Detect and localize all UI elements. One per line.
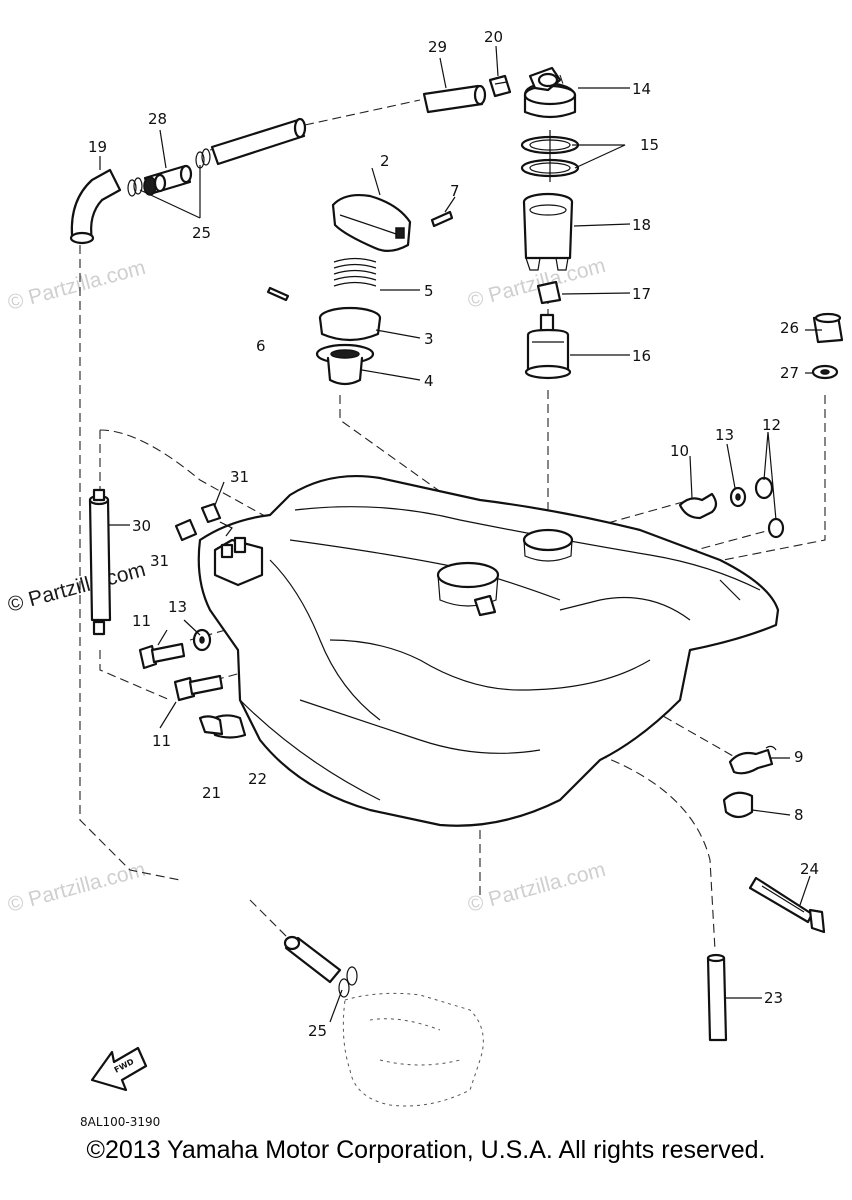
watermark: © Partzilla.com (5, 256, 148, 315)
callout-4: 4 (424, 372, 434, 390)
watermark: © Partzilla.com (465, 858, 608, 917)
fwd-arrow-icon: FWD (90, 1046, 148, 1092)
callout-6: 6 (256, 337, 266, 355)
callout-11-upper: 11 (132, 612, 151, 630)
callout-11-lower: 11 (152, 732, 171, 750)
fuel-sender-cap-14 (523, 66, 577, 119)
callout-22: 22 (248, 770, 267, 788)
callout-20: 20 (484, 28, 503, 46)
callout-13-right: 13 (715, 426, 734, 444)
drain-hose-23 (706, 953, 728, 1042)
tank-filler-neck (436, 561, 500, 589)
washer-27 (811, 364, 839, 380)
drawing-code: 8AL100-3190 (80, 1115, 160, 1129)
fuel-tank (197, 475, 780, 827)
fuel-hose-segment (210, 117, 307, 166)
vent-hose-30 (88, 488, 112, 636)
spring-5 (333, 257, 377, 287)
clamp-10 (678, 492, 718, 520)
drain-plug-9 (728, 745, 777, 775)
grommet-12 (754, 476, 785, 539)
gasket-3 (318, 306, 382, 342)
bolt-11-upper (138, 642, 186, 670)
callout-23: 23 (764, 989, 783, 1007)
bolt-11-lower (173, 674, 224, 702)
washer-13-right (729, 486, 747, 508)
callout-18: 18 (632, 216, 651, 234)
callout-3: 3 (424, 330, 434, 348)
callout-30: 30 (132, 517, 151, 535)
callout-7: 7 (450, 182, 460, 200)
nut-26 (812, 312, 844, 344)
hose-clip-20 (488, 74, 512, 98)
callout-15: 15 (640, 136, 659, 154)
strap-24 (748, 876, 826, 934)
fuel-tank-cap-2 (331, 193, 412, 252)
callout-9: 9 (794, 748, 804, 766)
clip-17 (536, 280, 562, 305)
pin-7 (430, 210, 454, 228)
callout-25-lower: 25 (308, 1022, 327, 1040)
cap-8 (722, 791, 754, 819)
callout-29: 29 (428, 38, 447, 56)
callout-5: 5 (424, 282, 434, 300)
fuel-strainer-16 (524, 313, 572, 380)
watermark-dark: © Partzilla.com (5, 558, 148, 617)
callout-21: 21 (202, 784, 221, 802)
callout-26: 26 (780, 319, 799, 337)
callout-2: 2 (380, 152, 390, 170)
leader-lines (99, 45, 822, 1023)
watermark: © Partzilla.com (465, 254, 608, 313)
callout-31-lower: 31 (150, 552, 169, 570)
callout-12: 12 (762, 416, 781, 434)
callout-labels: 29 20 14 15 18 17 16 28 19 25 2 7 5 3 4 … (88, 28, 819, 1040)
pin-6 (266, 286, 290, 302)
fuel-sender-tube-18 (522, 192, 574, 271)
callout-24: 24 (800, 860, 819, 878)
filler-neck-4 (315, 343, 375, 386)
carburetor-outline (342, 992, 484, 1107)
callout-25-upper: 25 (192, 224, 211, 242)
watermark: © Partzilla.com (5, 858, 148, 917)
fuel-joint-28 (143, 164, 193, 196)
fuel-hose-19 (69, 168, 122, 245)
callout-8: 8 (794, 806, 804, 824)
callout-13-left: 13 (168, 598, 187, 616)
callout-14: 14 (632, 80, 651, 98)
washer-13-left (192, 628, 212, 652)
copyright-notice: ©2013 Yamaha Motor Corporation, U.S.A. A… (86, 1136, 766, 1164)
callout-19: 19 (88, 138, 107, 156)
callout-27: 27 (780, 364, 799, 382)
fuel-hose-29 (422, 84, 487, 114)
hose-clamps-25 (127, 148, 358, 998)
gaskets-15 (520, 130, 580, 182)
callout-17: 17 (632, 285, 651, 303)
tank-sender-mount (522, 528, 574, 552)
callout-16: 16 (632, 347, 651, 365)
fuel-hose-lower (283, 935, 342, 984)
callout-28: 28 (148, 110, 167, 128)
joint-31 (174, 502, 233, 542)
callout-10: 10 (670, 442, 689, 460)
callout-31: 31 (230, 468, 249, 486)
